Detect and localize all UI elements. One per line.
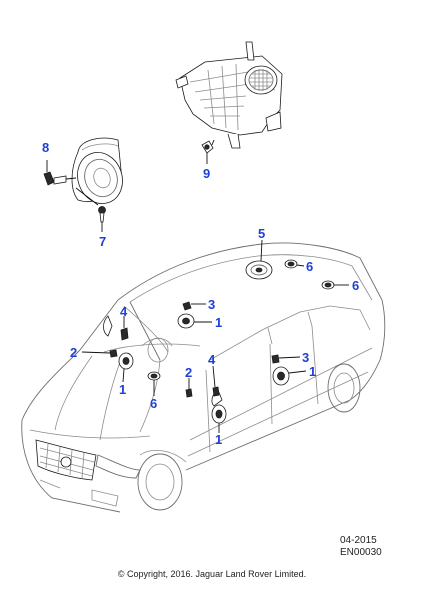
- tweeter-6-dash: [147, 371, 161, 396]
- callout-2-left: 2: [70, 345, 77, 360]
- speaker-1-upper: [177, 301, 212, 329]
- callout-9: 9: [203, 166, 210, 181]
- subwoofer-enclosure: [175, 41, 283, 149]
- speaker-unit: [71, 137, 123, 204]
- connector-4-left: [120, 316, 129, 341]
- callout-1-dash: 1: [119, 382, 126, 397]
- copyright-notice: © Copyright, 2016. Jaguar Land Rover Lim…: [117, 569, 307, 579]
- callout-6-dash: 6: [150, 396, 157, 411]
- callout-8: 8: [42, 140, 49, 155]
- speaker-5-roof: [245, 239, 273, 280]
- illustration-date: 04-2015: [340, 535, 377, 546]
- callout-2-center: 2: [185, 365, 192, 380]
- tweeter-2-left: [81, 349, 118, 358]
- tweeter-2-center: [185, 378, 193, 398]
- subwoofer-connector: [201, 139, 215, 164]
- speaker-1-front-door: [211, 365, 227, 433]
- speaker-1-rear-door: [271, 354, 307, 386]
- callout-6-rear: 6: [352, 278, 359, 293]
- callout-3-rear-door: 3: [302, 350, 309, 365]
- speaker-screw: [75, 187, 106, 232]
- illustration-code: EN00030: [340, 547, 382, 558]
- callout-7: 7: [99, 234, 106, 249]
- tweeter-6-shelf: [284, 259, 305, 269]
- callout-4-door: 4: [208, 352, 216, 367]
- callout-3-upper: 3: [208, 297, 215, 312]
- callout-6-shelf: 6: [306, 259, 313, 274]
- tweeter-6-rear: [321, 280, 349, 290]
- callout-5: 5: [258, 226, 265, 241]
- callout-1-upper: 1: [215, 315, 222, 330]
- speaker-connector: [43, 160, 77, 186]
- speaker-1-dash-left: [118, 352, 134, 383]
- callout-1-front-door: 1: [215, 432, 222, 447]
- callout-4-left: 4: [120, 304, 128, 319]
- callout-1-rear-door: 1: [309, 364, 316, 379]
